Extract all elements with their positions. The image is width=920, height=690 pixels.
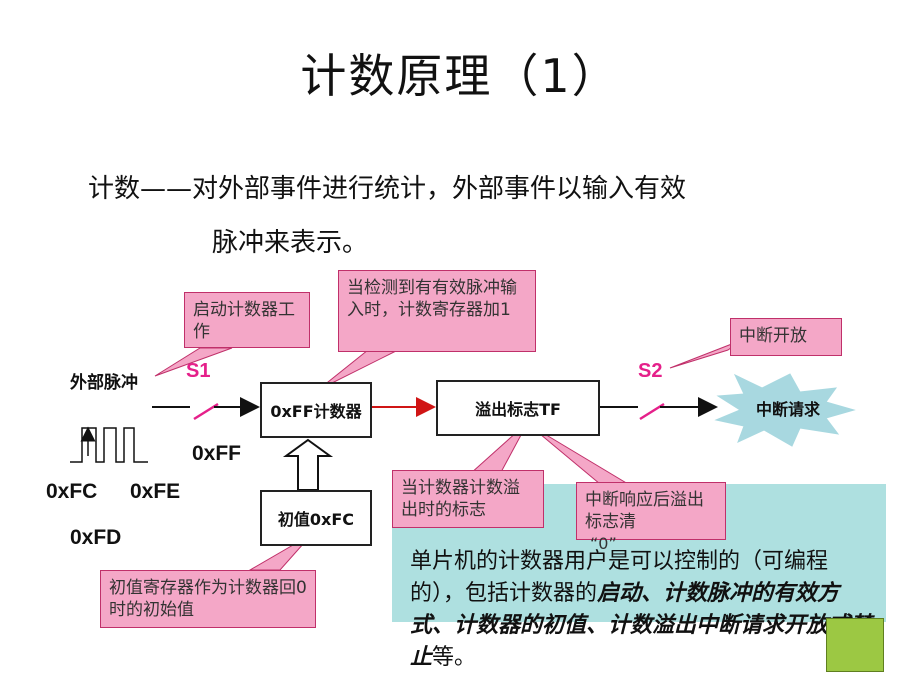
switch-s1-label: S1 bbox=[186, 360, 211, 382]
load-arrow bbox=[282, 438, 334, 491]
corner-decoration bbox=[826, 618, 884, 672]
hex-value-fe: 0xFE bbox=[130, 480, 181, 503]
page-title: 计数原理（1） bbox=[300, 49, 620, 103]
interrupt-request-label: 中断请求 bbox=[755, 400, 820, 419]
input-label: 外部脉冲 bbox=[70, 373, 138, 393]
callout-interrupt-open: 中断开放 bbox=[730, 318, 842, 356]
hex-value-fd: 0xFD bbox=[70, 526, 122, 549]
intro-line-2: 脉冲来表示。 bbox=[212, 228, 369, 258]
callout-overflow-flag: 当计数器计数溢出时的标志 bbox=[392, 470, 544, 528]
initial-value-box: 初值0xFC bbox=[260, 490, 372, 546]
hex-value-ff: 0xFF bbox=[192, 442, 242, 465]
callout-start: 启动计数器工作 bbox=[184, 292, 310, 348]
callout-clear-flag-tail: “0” bbox=[590, 534, 617, 553]
callout-clear-flag: 中断响应后溢出标志清 bbox=[576, 482, 726, 540]
pulse-waveform bbox=[70, 427, 148, 463]
callout-initial-value: 初值寄存器作为计数器回0时的初始值 bbox=[100, 570, 316, 628]
note-plain-1: 单片机的计数器用户是可以控制的（可编程的），包括计数器的 bbox=[410, 549, 829, 606]
hex-value-fc: 0xFC bbox=[46, 480, 98, 503]
note-text: 单片机的计数器用户是可以控制的（可编程的），包括计数器的启动、计数脉冲的有效方式… bbox=[410, 546, 880, 674]
note-emphasis: 启动、计数脉冲的有效方式、计数器的初值、计数溢出中断请求开放或禁止 bbox=[410, 581, 873, 670]
callout-detect: 当检测到有有效脉冲输入时，计数寄存器加1 bbox=[338, 270, 536, 352]
callout-start-pointer bbox=[154, 347, 233, 377]
intro-line-1: 计数——对外部事件进行统计，外部事件以输入有效 bbox=[88, 174, 687, 204]
counter-box: 0xFF计数器 bbox=[260, 382, 372, 438]
overflow-flag-box: 溢出标志TF bbox=[436, 380, 600, 436]
switch-s2-label: S2 bbox=[638, 360, 663, 382]
note-plain-2: 等。 bbox=[432, 645, 477, 670]
interrupt-star bbox=[714, 373, 856, 447]
